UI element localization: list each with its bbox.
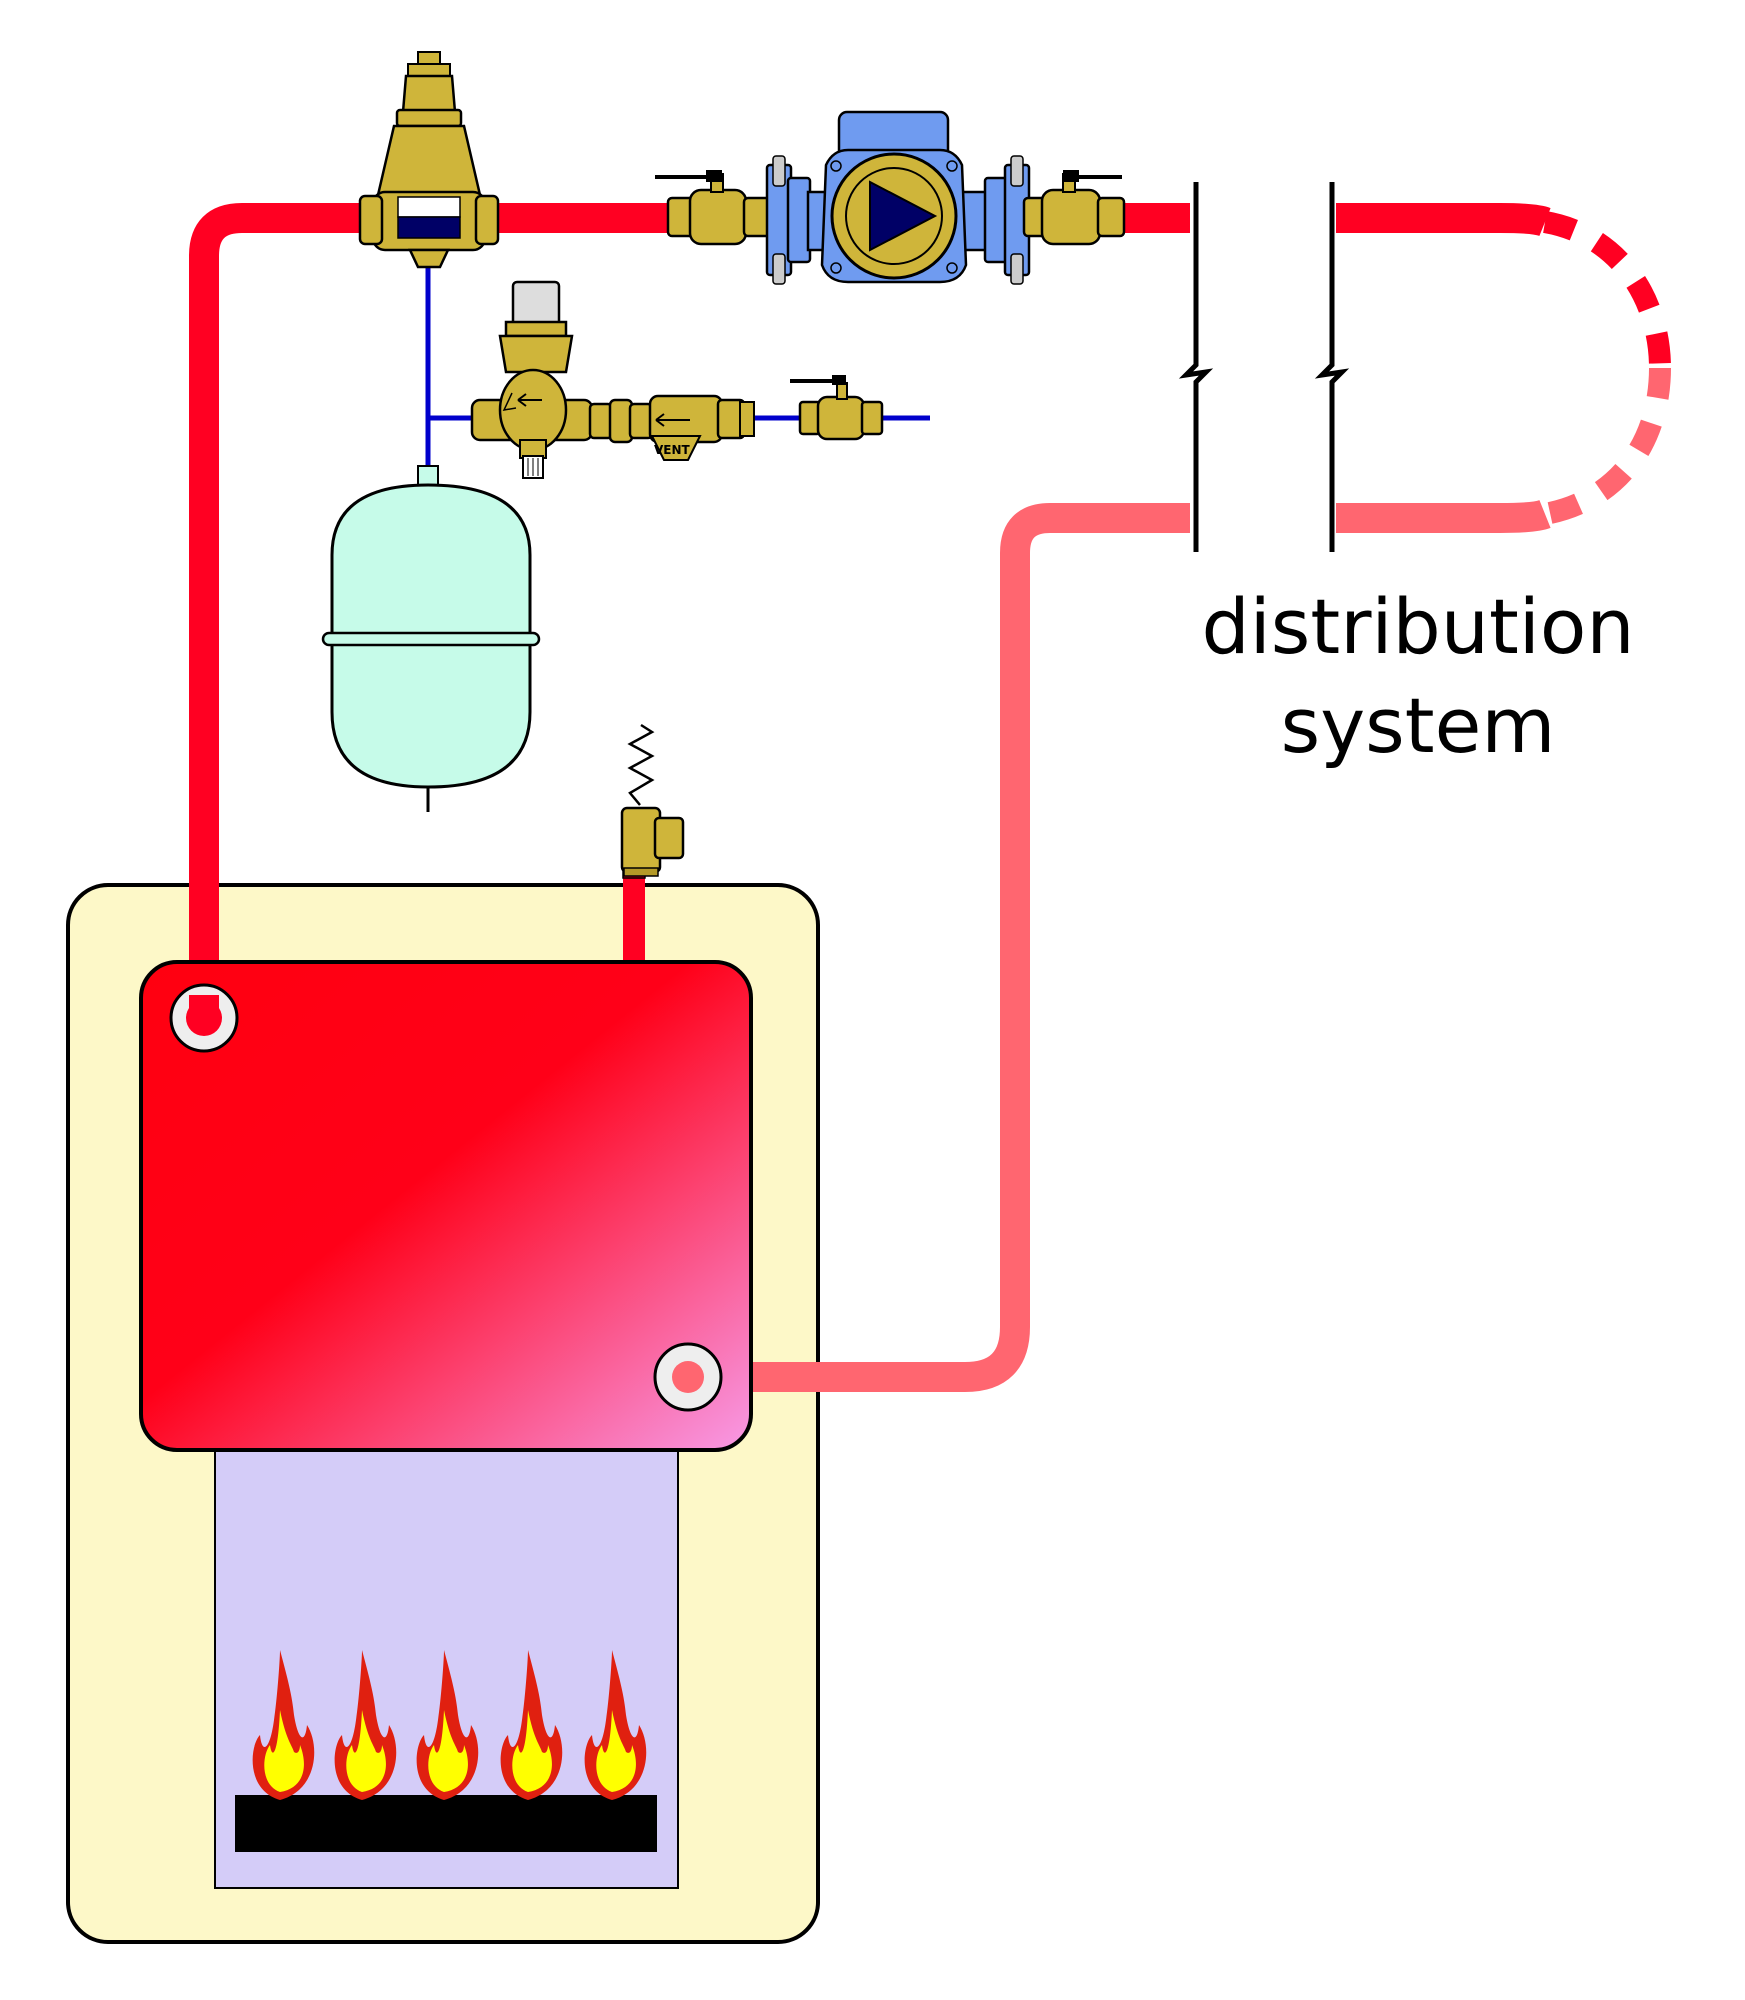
- expansion-tank: [321, 465, 541, 812]
- flame-icon: [416, 1650, 479, 1800]
- flame-icon: [252, 1650, 315, 1800]
- pressure-relief-valve: [620, 723, 685, 877]
- air-separator: [358, 51, 500, 269]
- flame-icon: [584, 1650, 647, 1800]
- pressure-reducing-valve: [470, 280, 634, 479]
- circulator-pump: [765, 110, 1031, 285]
- burner: [235, 1795, 657, 1852]
- pipe-break-marks: [1178, 182, 1350, 552]
- distribution-label-line1: distribution: [1201, 582, 1634, 671]
- right-isolation-valve: [1022, 170, 1126, 246]
- cold-water-ball-valve: [790, 375, 884, 441]
- vent-label: VENT: [654, 443, 691, 457]
- supply-outlet-port: [169, 983, 239, 1053]
- play-arrow-icon: [869, 180, 938, 252]
- flame-icon: [500, 1650, 563, 1800]
- distribution-label-line2: system: [1281, 681, 1556, 770]
- flames: [252, 1650, 647, 1800]
- backflow-preventer: VENT: [628, 394, 755, 461]
- heat-exchanger: [139, 960, 753, 1452]
- return-pipe: [688, 503, 1190, 1392]
- flame-icon: [334, 1650, 397, 1800]
- return-inlet-port: [653, 1342, 723, 1412]
- supply-pipe: [189, 203, 1190, 1012]
- distribution-loop: [1336, 203, 1671, 533]
- left-isolation-valve: [655, 170, 776, 246]
